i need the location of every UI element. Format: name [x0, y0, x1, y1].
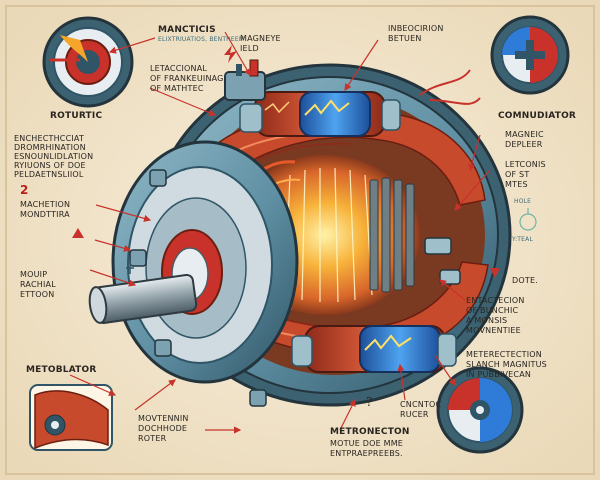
inset-bottom-left [29, 384, 113, 451]
label-metronecton-3: ENTPRAEPREEBS. [330, 449, 403, 458]
label-machetion-2: MONDTTIRA [20, 210, 70, 219]
label-metoblator: METOBLATOR [26, 365, 97, 375]
warning-triangle-icon [72, 228, 84, 238]
label-moup-3: ETTOON [20, 290, 55, 299]
label-magnetic-sub: ELIXTRIUATIOS, BENTHEEM [158, 36, 245, 43]
label-letacional-1: LETACCIONAL [150, 64, 208, 73]
label-entactecion-2: OF BUNCHIC [466, 306, 519, 315]
label-encheckitat-3: ESNOUNLIDLATION [14, 152, 94, 161]
note-hole: Hole [514, 198, 532, 205]
label-moup-2: RACHIAL [20, 280, 56, 289]
label-dote: DOTE. [512, 276, 538, 285]
label-magnetic-field-2: IELD [240, 44, 259, 53]
label-magnetic-title: MANCTICIS [158, 25, 216, 35]
lightning-icon [224, 45, 237, 63]
label-encheckitat-1: ENCHECTHCCIAT [14, 134, 85, 143]
top-magnet-bar [239, 91, 401, 137]
inset-top-left [42, 16, 134, 108]
label-magnetic-depleer-2: DEPLEER [505, 140, 543, 149]
note-ideal: Y:TEAL [512, 236, 533, 243]
wires [419, 69, 481, 105]
decor-marks [72, 45, 537, 278]
inset-bottom-right [436, 366, 524, 454]
bottom-magnet-bar [291, 325, 457, 373]
label-letacional-3: OF MATHTEC [150, 84, 204, 93]
label-movtennin-3: ROTER [138, 434, 167, 443]
label-machetion-1: MACHETION [20, 200, 71, 209]
label-entactecion-1: ENTACTECION [466, 296, 525, 305]
label-metronecton-1: METRONECTON [330, 427, 410, 437]
shaft [88, 273, 198, 325]
label-movtennin-1: MOVTENNIN [138, 414, 189, 423]
leader-lines [69, 31, 491, 434]
label-encheckitat-5: PELDAETNSLIIOL [14, 170, 84, 179]
label-merectection-1: METERECTECTION [466, 350, 542, 359]
label-commutator: COMNUDIATOR [498, 111, 577, 121]
label-induction-1: INBEOCIRION [388, 24, 444, 33]
label-merectection-2: SLANCH MAGNITUS [466, 360, 547, 369]
motor-body [88, 59, 512, 407]
label-magnetic-depleer-1: MAGNEIC [505, 130, 544, 139]
side-brushes [424, 237, 461, 285]
label-question-mark: ? [366, 395, 373, 409]
pointer-triangle-icon [490, 268, 500, 278]
label-entactecion-4: MOVNENTIEE [466, 326, 521, 335]
commutator-segments [369, 177, 415, 293]
label-moup-1: MOUIP [20, 270, 48, 279]
label-movtennin-2: DOCHHODE [138, 424, 188, 433]
label-machetion-number: 2 [20, 183, 29, 197]
label-cncntoc-2: RUCER [400, 410, 429, 419]
label-letconis-1: LETCONIS [505, 160, 546, 169]
inset-top-right [490, 15, 570, 95]
label-entactecion-3: A MONSIS [466, 316, 508, 325]
label-encheckitat-2: DROMRHINATION [14, 143, 86, 152]
label-letacional-2: OF FRANKEUINAG, [150, 74, 227, 83]
label-letconis-3: MTES [505, 180, 528, 189]
label-metronecton-2: MOTUE DOE MME [330, 439, 404, 448]
cross-mark-icon [126, 262, 134, 274]
frame-border [5, 5, 595, 475]
label-merectection-3: IN PUBBIVECAN [466, 370, 532, 379]
label-rotortic: ROTURTIC [50, 111, 103, 121]
label-induction-2: BETUEN [388, 34, 422, 43]
label-magnetic-field-1: MAGNEYE [240, 34, 281, 43]
label-cncntoc-1: CNCNTOC [400, 400, 442, 409]
label-letconis-2: OF ST [505, 170, 530, 179]
label-encheckitat-4: RYIUONS OF DOE [14, 161, 86, 170]
